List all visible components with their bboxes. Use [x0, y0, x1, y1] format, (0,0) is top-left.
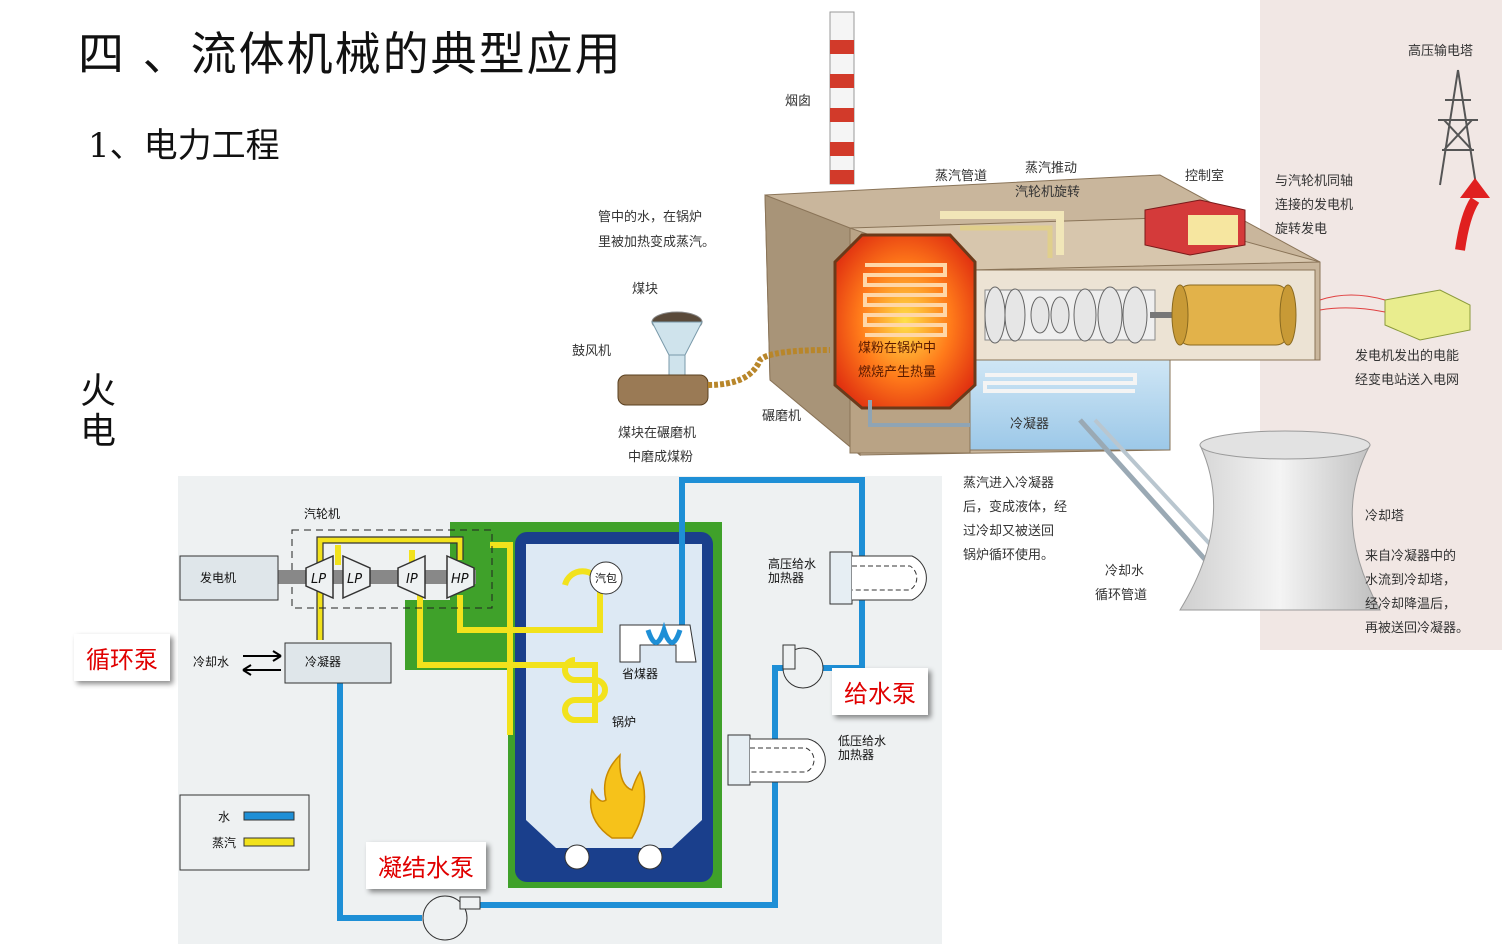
feed-pump-icon [782, 644, 824, 689]
steam-drum [589, 561, 623, 595]
label-steam-condense-3: 过冷却又被送回 [963, 524, 1054, 539]
label-economizer: 省煤器 [622, 667, 658, 681]
condenser-box [284, 642, 392, 684]
label-mill: 碾磨机 [762, 409, 801, 424]
label-coal-grind-1: 煤块在碾磨机 [618, 426, 696, 441]
generator [1171, 284, 1297, 346]
label-cooling-tower: 冷却塔 [1365, 509, 1404, 524]
label-condenser-box: 冷凝器 [305, 654, 341, 669]
legend-water-swatch [243, 811, 295, 821]
label-control-room: 控制室 [1185, 168, 1224, 184]
label-furnace-2: 燃烧产生热量 [858, 364, 936, 380]
label-generator: 发电机 [200, 570, 236, 585]
illustration-labels: 烟囱 高压输电塔 管中的水，在锅炉 里被加热变成蒸汽。 蒸汽管道 蒸汽推动 汽轮… [572, 43, 1473, 636]
transmission-tower [1438, 69, 1478, 186]
legend-steam-swatch [243, 837, 295, 847]
label-hp-heater-1: 高压给水 [768, 556, 816, 571]
schematic-diagram: 水 蒸汽 汽轮机 发电机 LP LP IP HP 汽包 省煤器 锅炉 冷却水 冷… [178, 476, 942, 944]
label-cooling-desc-1: 来自冷凝器中的 [1365, 548, 1456, 564]
label-chimney: 烟囱 [785, 94, 811, 109]
furnace [833, 233, 977, 410]
label-cooling-pipe-1: 冷却水 [1105, 564, 1144, 579]
boiler-wheel-left [564, 844, 590, 870]
turbine-frame [291, 529, 493, 609]
label-lp-heater-1: 低压给水 [838, 734, 886, 748]
up-arrow-icon [1455, 197, 1480, 251]
label-hp-heater-2: 加热器 [768, 571, 804, 585]
label-drum: 汽包 [595, 571, 617, 585]
label-cooling-desc-2: 水流到冷却塔， [1365, 573, 1456, 588]
circulation-pump-callout: 循环泵 [74, 634, 170, 681]
label-pipe-water-1: 管中的水，在锅炉 [598, 209, 702, 225]
label-turbine: 汽轮机 [304, 506, 340, 521]
label-steam-push-1: 蒸汽推动 [1025, 161, 1077, 176]
page-title: 四 、流体机械的典型应用 [78, 27, 623, 81]
side-label: 火电 [80, 371, 117, 452]
label-steam-condense-2: 后，变成液体，经 [963, 499, 1067, 515]
cooling-water-arrows [242, 650, 282, 676]
condensate-pump-icon [422, 895, 481, 941]
label-cooling-desc-3: 经冷却降温后， [1365, 597, 1456, 612]
label-ip: IP [406, 572, 418, 587]
label-steam-condense-4: 锅炉循环使用。 [963, 547, 1054, 563]
arrow-head-icon [1460, 178, 1490, 198]
legend-steam-label: 蒸汽 [212, 835, 236, 850]
label-steam-condense-1: 蒸汽进入冷凝器 [963, 475, 1054, 491]
generator-box [179, 555, 279, 601]
lp-heater [727, 734, 826, 786]
flame-icon [589, 753, 646, 839]
label-grid-2: 经变电站送入电网 [1355, 372, 1459, 388]
label-steam-pipe: 蒸汽管道 [935, 169, 987, 184]
legend-water-label: 水 [218, 810, 230, 824]
label-cooling-water: 冷却水 [193, 655, 229, 669]
coal-hopper [617, 311, 831, 406]
label-cooling-desc-4: 再被送回冷凝器。 [1365, 620, 1469, 636]
label-generator-coax-1: 与汽轮机同轴 [1275, 174, 1353, 189]
label-tower: 高压输电塔 [1408, 43, 1473, 59]
label-generator-coax-2: 连接的发电机 [1275, 197, 1353, 213]
economizer-coil [645, 621, 683, 645]
label-grid-1: 发电机发出的电能 [1355, 348, 1459, 364]
cooling-tower [1179, 430, 1381, 611]
label-generator-coax-3: 旋转发电 [1275, 221, 1327, 237]
control-room [1144, 199, 1246, 256]
condensate-pump-callout: 凝结水泵 [366, 842, 486, 889]
label-lp1: LP [311, 572, 326, 587]
chimney [829, 11, 855, 185]
label-condenser: 冷凝器 [1010, 416, 1049, 432]
label-coal: 煤块 [632, 282, 658, 297]
label-cooling-pipe-2: 循环管道 [1095, 588, 1147, 603]
feed-pump-callout: 给水泵 [832, 668, 928, 715]
label-blower: 鼓风机 [572, 344, 611, 359]
label-hp: HP [451, 572, 469, 587]
turbine [984, 286, 1180, 344]
power-plant-illustration: 烟囱 高压输电塔 管中的水，在锅炉 里被加热变成蒸汽。 蒸汽管道 蒸汽推动 汽轮… [572, 0, 1502, 650]
schematic-labels: 汽轮机 发电机 LP LP IP HP 汽包 省煤器 锅炉 冷却水 冷凝器 高压… [193, 506, 886, 762]
label-furnace-1: 煤粉在锅炉中 [858, 340, 936, 356]
boiler-wheel-right [637, 844, 663, 870]
legend: 水 蒸汽 [179, 794, 310, 871]
label-lp-heater-2: 加热器 [838, 748, 874, 762]
hp-heater [829, 551, 927, 605]
turbine-stages [305, 554, 475, 600]
label-boiler: 锅炉 [612, 714, 636, 729]
section-subtitle: 1、电力工程 [88, 126, 280, 166]
label-coal-grind-2: 中磨成煤粉 [628, 450, 693, 465]
label-pipe-water-2: 里被加热变成蒸汽。 [598, 234, 715, 250]
label-steam-push-2: 汽轮机旋转 [1015, 185, 1080, 200]
label-lp2: LP [347, 572, 362, 587]
substation [1319, 289, 1471, 341]
boiler-interior [526, 544, 702, 848]
